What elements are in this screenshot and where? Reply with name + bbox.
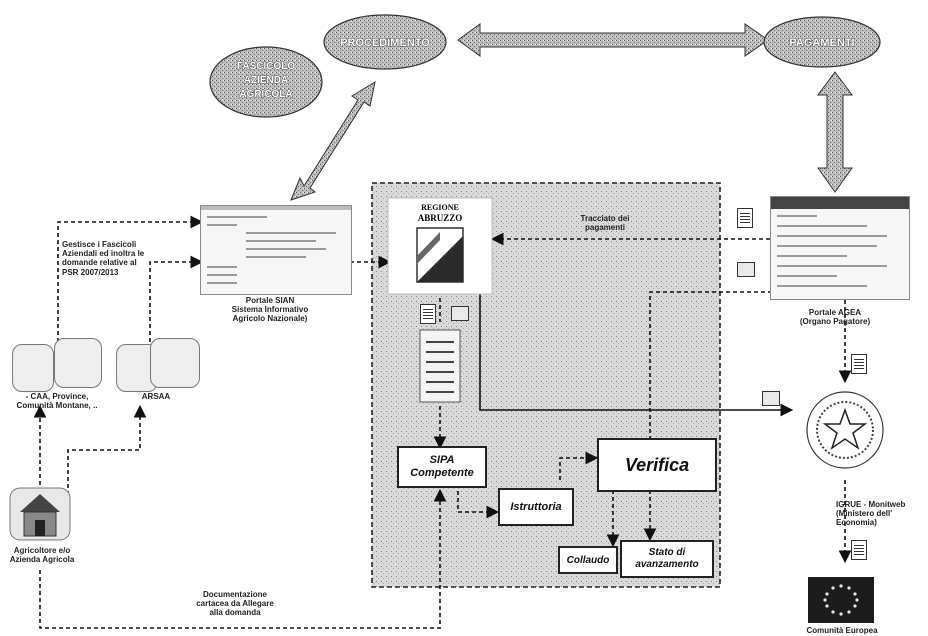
fascicolo-label-3: AGRICOLA: [239, 89, 292, 100]
portale-agea-label: Portale AGEA (Organo Pagatore): [780, 308, 890, 326]
fascicolo-node: FASCICOLO AZIENDA AGRICOLA: [210, 47, 322, 117]
procedimento-node: PROCEDIMENTO: [324, 15, 446, 69]
documentazione-label: Documentazione cartacea da Allegare alla…: [180, 590, 290, 618]
caa-label: - CAA, Province, Comunità Montane, ..: [2, 392, 112, 410]
gestisce-label: Gestisce i Fascicoli Aziendali ed inoltr…: [62, 240, 172, 277]
portale-sian-screenshot: [200, 205, 352, 295]
folder-icon: [762, 391, 780, 406]
istruttoria-box: Istruttoria: [498, 488, 574, 526]
connector-agricoltore-arsaa: [68, 408, 140, 495]
caa-photo-2: [54, 338, 102, 388]
folder-icon: [451, 306, 469, 321]
document-icon: [851, 354, 867, 374]
portale-agea-screenshot: [770, 196, 910, 300]
fascicolo-label-2: AZIENDA: [244, 75, 288, 86]
regione-label-1: REGIONE: [421, 203, 459, 212]
eu-flag-icon: [808, 577, 874, 623]
document-icon: [420, 304, 436, 324]
farmhouse-icon: [10, 488, 70, 540]
pagamenti-label: PAGAMENTI: [789, 37, 854, 49]
arrow-procedimento-pagamenti: [458, 24, 768, 56]
arsaa-photo-2: [150, 338, 200, 388]
caa-photo-1: [12, 344, 54, 392]
arrow-pagamenti-agea: [818, 72, 852, 192]
igrue-label: IGRUE - Monitweb (Ministero dell' Econom…: [836, 500, 928, 528]
agricoltore-label: Agricoltore e/o Azienda Agricola: [2, 546, 82, 564]
document-stack-icon: [420, 330, 460, 402]
document-icon: [851, 540, 867, 560]
folder-icon: [737, 262, 755, 277]
regione-abruzzo-logo: REGIONE ABRUZZO: [388, 198, 492, 294]
regione-label-2: ABRUZZO: [418, 213, 463, 223]
verifica-box: Verifica: [597, 438, 717, 492]
stato-avanzamento-box: Stato di avanzamento: [620, 540, 714, 578]
sipa-competente-box: SIPA Competente: [397, 446, 487, 488]
procedimento-label: PROCEDIMENTO: [340, 37, 430, 49]
italian-emblem-icon: [807, 392, 883, 468]
document-icon: [737, 208, 753, 228]
portale-sian-label: Portale SIAN Sistema Informativo Agricol…: [215, 296, 325, 324]
tracciato-label: Tracciato dei pagamenti: [560, 214, 650, 232]
fascicolo-label-1: FASCICOLO: [237, 61, 296, 72]
pagamenti-node: PAGAMENTI: [764, 17, 880, 67]
comunita-europea-label: Comunità Europea: [794, 626, 890, 635]
arsaa-label: ARSAA: [126, 392, 186, 401]
collaudo-box: Collaudo: [558, 546, 618, 574]
